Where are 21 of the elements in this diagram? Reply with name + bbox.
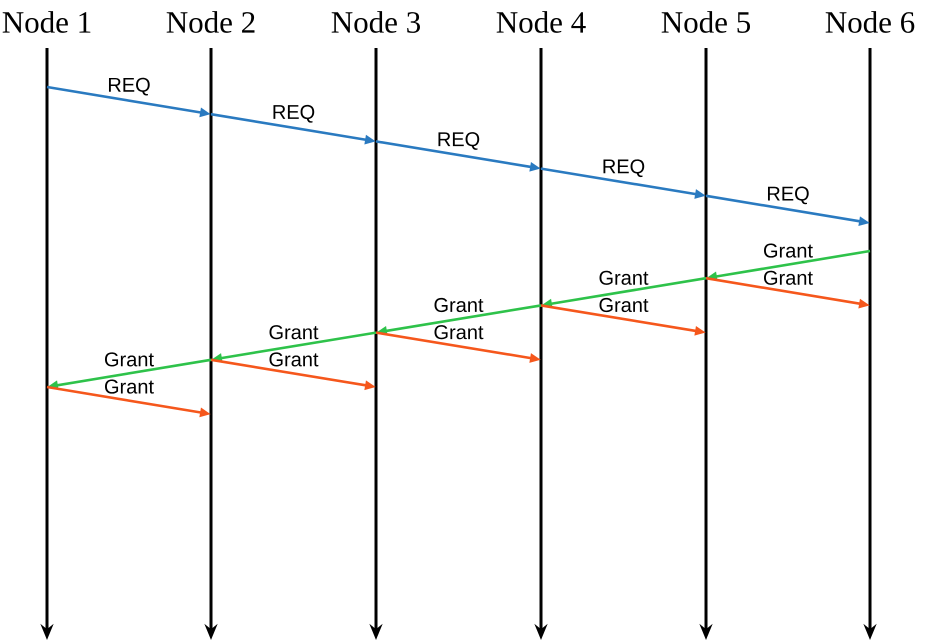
edge-label: REQ [603,159,644,178]
edge-label: REQ [438,132,480,150]
edge-label: REQ [768,186,809,204]
node-label: Node 5 [662,11,750,33]
node-label: Node 6 [826,11,914,33]
edge-label: Grant [434,325,484,340]
edge-label: REQ [273,104,314,123]
edge-label: Grant [764,270,813,285]
edge-label: Grant [270,325,318,340]
edge-label: Grant [600,298,648,312]
edge-label: Grant [434,298,484,312]
node-label: Node 2 [166,11,254,33]
edge-label: Grant [270,352,318,366]
edge-label: Grant [105,380,154,394]
node-label: Node 4 [496,11,586,33]
edge-label: Grant [600,270,648,285]
node-label: Node 3 [332,11,420,33]
edge-label: REQ [108,78,150,96]
node-label: Node 1 [2,11,90,33]
edge-label: Grant [105,352,154,366]
edge-label: Grant [764,244,813,258]
